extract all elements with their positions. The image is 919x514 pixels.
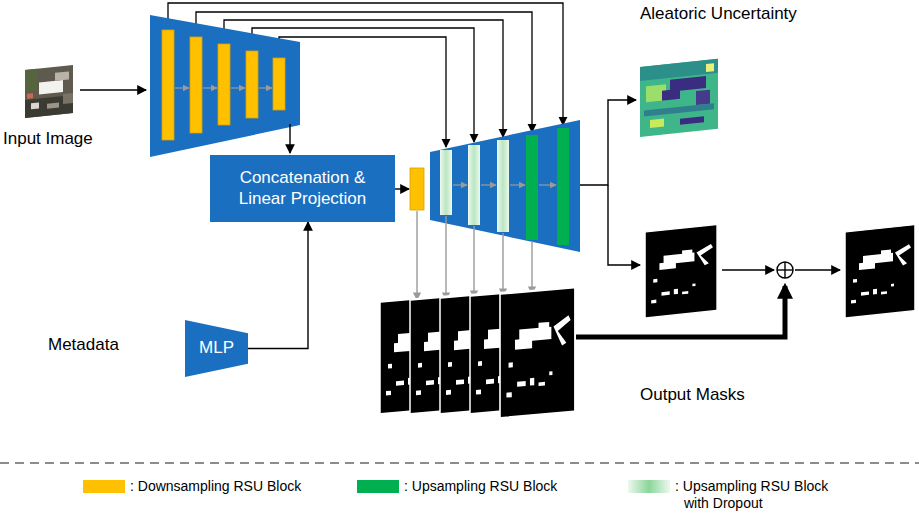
uncertainty-map [640, 59, 718, 137]
encoder-block [246, 51, 258, 118]
fused-mask [845, 225, 915, 318]
fused-mask [845, 225, 915, 318]
decoder-block [453, 184, 467, 185]
uncertainty-map [640, 59, 718, 137]
uncertainty-map [696, 90, 710, 105]
encoder-block [190, 37, 202, 133]
figure-label: Metadata [48, 335, 119, 355]
legend-text: : Upsampling RSU Block with Dropout [675, 478, 854, 512]
legend-divider [0, 462, 919, 464]
predicted-mask [645, 224, 717, 318]
sum-symbol [777, 262, 793, 278]
sum-symbol [784, 262, 785, 278]
side-output-arrows [417, 211, 532, 300]
encoder-block [231, 87, 245, 88]
encoder-block [273, 58, 285, 110]
decoder-block [410, 120, 580, 252]
output-mask-stack [380, 287, 575, 418]
legend-item: : Upsampling RSU Block with Dropout [628, 478, 854, 512]
fusion-to-decoder-arrow [395, 188, 409, 189]
figure-label: Input Image [3, 129, 93, 149]
label-holder: Input Image [3, 129, 93, 149]
legend-swatch [357, 480, 399, 493]
process-box: Concatenation & Linear Projection [210, 155, 395, 222]
uncertainty-map [706, 63, 714, 72]
label-holder: Output Masks [640, 385, 745, 405]
decoder-block [453, 184, 556, 185]
encoder-block [218, 44, 230, 125]
legend-swatch [83, 480, 125, 493]
satellite-image [55, 71, 69, 80]
decoder-output-arrows [580, 100, 640, 265]
mlp-shape [185, 320, 248, 377]
skip-connections [168, 3, 563, 147]
encoder-block [259, 87, 272, 88]
input-arrow [80, 89, 146, 90]
encoder-block [203, 87, 217, 88]
decoder-block [430, 120, 580, 252]
side-output-arrows [473, 226, 474, 298]
legend-item: : Downsampling RSU Block [83, 478, 301, 495]
legend-text: : Upsampling RSU Block [404, 478, 557, 495]
legend-text: : Downsampling RSU Block [130, 478, 301, 495]
sum-to-mask-arrow [795, 269, 840, 270]
encoder-to-fusion-arrow [289, 124, 290, 153]
side-output-arrows [531, 241, 532, 294]
decoder-block [557, 128, 569, 245]
satellite-image [39, 80, 63, 95]
satellite-image [27, 93, 33, 99]
encoder-block [162, 30, 174, 140]
uncertainty-map [644, 103, 714, 116]
skip-connections [196, 12, 532, 132]
satellite-image [31, 103, 39, 110]
side-output-arrows [502, 233, 503, 296]
skip-connections [279, 37, 446, 147]
uncertainty-map [640, 59, 718, 81]
node-text: MLP [199, 338, 234, 358]
skip-connections [168, 3, 563, 125]
uncertainty-map [650, 118, 664, 127]
decoder-block [468, 145, 480, 225]
satellite-image [63, 93, 73, 104]
encoder-block [175, 87, 272, 88]
label-holder: Metadata [48, 335, 119, 355]
side-output-arrows [445, 216, 446, 300]
decoder-output-arrows [580, 100, 636, 185]
output-mask-stack [500, 287, 575, 418]
encoder-block [150, 15, 300, 157]
decoder-block [497, 140, 509, 232]
decoder-block [510, 184, 525, 185]
satellite-image [25, 65, 73, 118]
uncertainty-map [680, 116, 704, 125]
decoder-block [440, 150, 452, 215]
legend-swatch [628, 480, 670, 493]
figure-label: Output Masks [640, 385, 745, 405]
uncertainty-map [662, 89, 680, 101]
side-output-arrows [416, 211, 417, 300]
node-text: Concatenation & Linear Projection [220, 168, 385, 209]
decoder-block [526, 135, 538, 240]
figure-label: Aleatoric Uncertainty [640, 4, 797, 24]
satellite-image [47, 102, 59, 108]
sum-symbol [777, 262, 793, 278]
mask-to-sum-arrow [722, 269, 774, 270]
label-holder: Aleatoric Uncertainty [640, 4, 797, 24]
legend-item: : Upsampling RSU Block [357, 478, 557, 495]
decoder-block [481, 184, 496, 185]
decoder-block [539, 184, 556, 185]
encoder-block [175, 87, 189, 88]
decoder-block [410, 168, 424, 210]
satellite-image [25, 65, 73, 118]
predicted-mask [645, 224, 717, 318]
encoder-block [150, 15, 300, 157]
mlp-trapezoid: MLP [185, 320, 248, 377]
connector-arrow [248, 222, 308, 349]
decoder-output-arrows [608, 185, 640, 265]
satellite-image [25, 69, 37, 92]
